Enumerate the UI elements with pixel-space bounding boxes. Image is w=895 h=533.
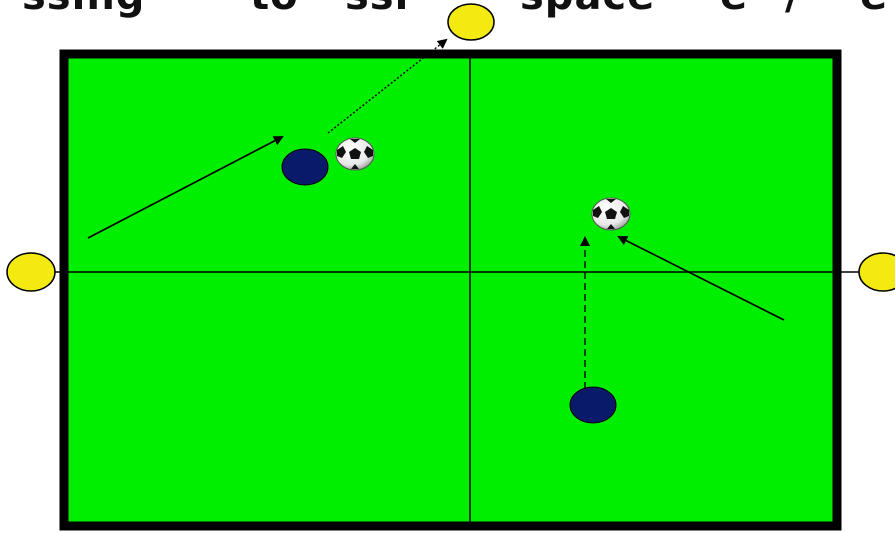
ball-right xyxy=(592,198,630,230)
cone-right xyxy=(859,253,895,291)
pitch xyxy=(64,54,837,526)
player-left xyxy=(282,149,328,185)
cone-left xyxy=(7,253,55,291)
ball-left xyxy=(336,138,374,170)
player-right xyxy=(570,387,616,423)
cone-top xyxy=(448,4,494,40)
